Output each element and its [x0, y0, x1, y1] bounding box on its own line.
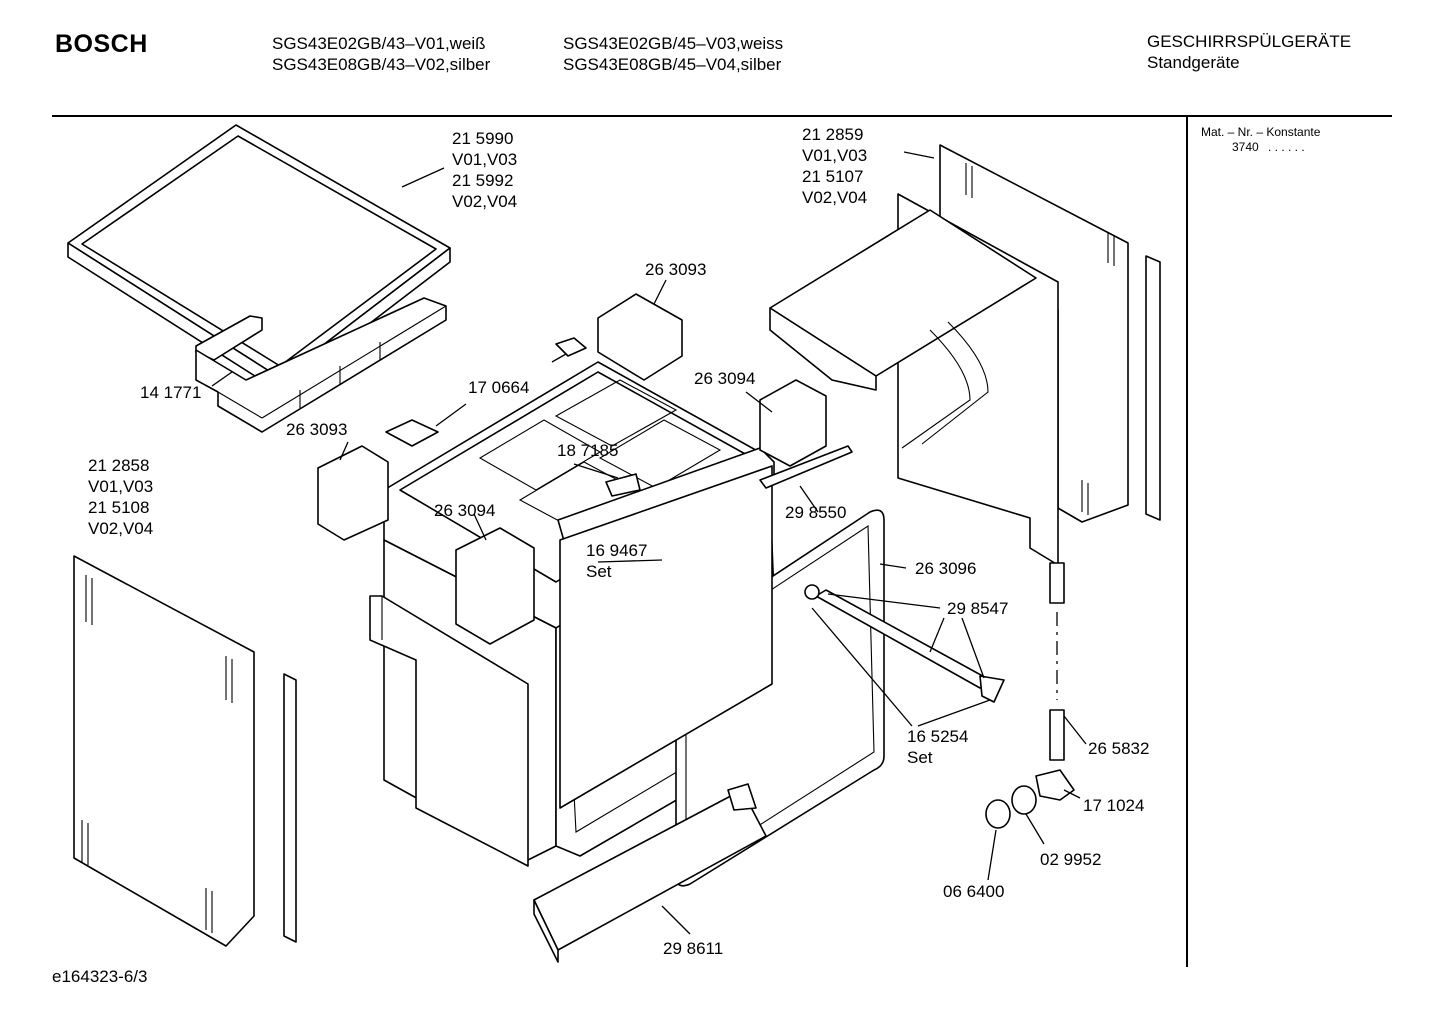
leader-lines [211, 151, 1087, 935]
drain-parts-drawing [985, 562, 1075, 829]
label-141771: 14 1771 [140, 383, 202, 402]
part-number: 21 5992 [452, 171, 514, 190]
variant-code: V01,V03 [88, 477, 154, 496]
variant-code: V01,V03 [802, 146, 868, 165]
model-list-left: SGS43E02GB/43–V01,weiß SGS43E08GB/43–V02… [272, 33, 490, 75]
label-169467: 16 9467 Set [586, 540, 647, 582]
part-number: 21 5990 [452, 129, 514, 148]
front-panel-drawing [369, 527, 535, 867]
header-divider [52, 115, 1392, 117]
label-298547: 29 8547 [947, 599, 1009, 618]
variant-code: V02,V04 [88, 519, 154, 538]
model-line: SGS43E02GB/45–V03,weiss [563, 34, 784, 53]
label-171024: 17 1024 [1083, 796, 1145, 815]
label-left-side-panel: 21 2858 V01,V03 21 5108 V02,V04 [88, 455, 153, 539]
label-066400: 06 6400 [943, 882, 1005, 901]
variant-code: V02,V04 [452, 192, 518, 211]
part-number: 21 2859 [802, 125, 864, 144]
model-list-right: SGS43E02GB/45–V03,weiss SGS43E08GB/45–V0… [563, 33, 783, 75]
mat-nr-dots: . . . . . . [1268, 140, 1305, 154]
set-note: Set [907, 748, 933, 767]
plinth-drawing [533, 783, 767, 963]
label-right-side-panel: 21 2859 V01,V03 21 5107 V02,V04 [802, 124, 867, 208]
left-side-panel-drawing [73, 555, 297, 947]
model-line: SGS43E02GB/43–V01,weiß [272, 34, 486, 53]
label-263096: 26 3096 [915, 559, 977, 578]
model-line: SGS43E08GB/45–V04,silber [563, 55, 782, 74]
mat-nr-title: Mat. – Nr. – Konstante [1201, 125, 1321, 139]
rail-drawing [759, 445, 853, 489]
clips-drawing [317, 293, 827, 541]
label-265832: 26 5832 [1088, 739, 1150, 758]
category-title: GESCHIRRSPÜLGERÄTE [1147, 32, 1352, 51]
sidebar-divider [1186, 117, 1188, 967]
part-number: 21 5108 [88, 498, 150, 517]
bar-set-drawing [804, 584, 1005, 703]
part-number: 16 5254 [907, 727, 969, 746]
variant-code: V02,V04 [802, 188, 868, 207]
label-263093-left: 26 3093 [286, 420, 348, 439]
label-top-panel: 21 5990 V01,V03 21 5992 V02,V04 [452, 128, 517, 212]
label-263093-top: 26 3093 [645, 260, 707, 279]
part-number: 16 9467 [586, 541, 648, 560]
label-298550: 29 8550 [785, 503, 847, 522]
set-note: Set [586, 562, 612, 581]
mat-nr-value: 3740 [1232, 140, 1259, 154]
brand-logo: BOSCH [55, 30, 148, 58]
part-number: 21 5107 [802, 167, 864, 186]
drawing-code: e164323-6/3 [52, 967, 148, 986]
right-side-panel-drawing [769, 144, 1161, 566]
category-heading: GESCHIRRSPÜLGERÄTE Standgeräte [1147, 31, 1351, 73]
worktop-frame-drawing [195, 297, 447, 433]
label-170664: 17 0664 [468, 378, 530, 397]
label-298611: 29 8611 [663, 939, 724, 958]
label-187185: 18 7185 [557, 441, 619, 460]
label-165254: 16 5254 Set [907, 726, 968, 768]
model-line: SGS43E08GB/43–V02,silber [272, 55, 491, 74]
label-029952: 02 9952 [1040, 850, 1102, 869]
category-subtitle: Standgeräte [1147, 53, 1240, 72]
part-number: 21 2858 [88, 456, 150, 475]
variant-code: V01,V03 [452, 150, 518, 169]
label-263094-left: 26 3094 [434, 501, 496, 520]
top-panel-drawing [67, 124, 451, 393]
label-263094-right: 26 3094 [694, 369, 756, 388]
